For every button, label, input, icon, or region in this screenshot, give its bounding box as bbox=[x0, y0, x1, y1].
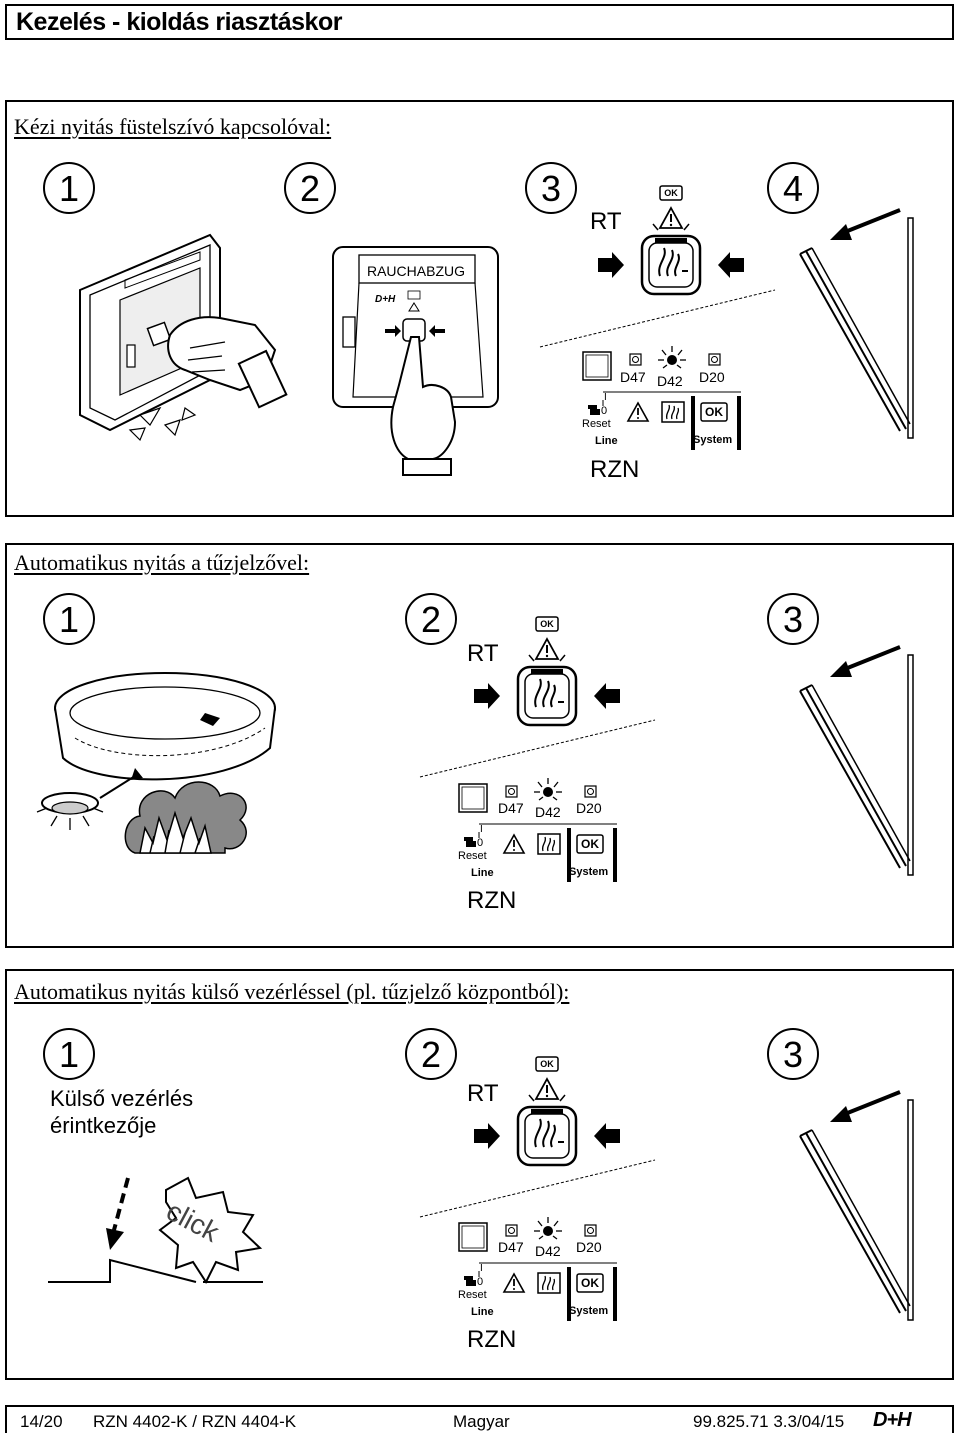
switch-i: I bbox=[604, 392, 607, 403]
contact-label-line1: Külső vezérlés bbox=[50, 1086, 194, 1111]
step-number: 3 bbox=[767, 1028, 819, 1080]
reset-label: Reset bbox=[582, 418, 611, 430]
system-label: System bbox=[569, 1305, 609, 1317]
contact-label: Külső vezérlés érintkezője bbox=[50, 1085, 193, 1139]
system-label: System bbox=[693, 434, 733, 446]
rt-symbol bbox=[472, 615, 622, 727]
section-detector: Automatikus nyitás a tűzjelzővel: 1 2 3 bbox=[5, 543, 954, 948]
rt-label: RT bbox=[590, 208, 622, 235]
smoke-detector-illustration bbox=[36, 672, 276, 854]
page-number: 14/20 bbox=[20, 1412, 63, 1431]
section-heading: Automatikus nyitás külső vezérléssel (pl… bbox=[14, 979, 570, 1004]
rzn-ok: OK bbox=[581, 1276, 599, 1290]
switch-i: I bbox=[480, 824, 483, 835]
window-opening bbox=[798, 1090, 915, 1322]
language: Magyar bbox=[453, 1412, 510, 1431]
step-number: 3 bbox=[525, 162, 577, 214]
product-name: RZN 4402-K / RZN 4404-K bbox=[93, 1412, 297, 1431]
reset-label: Reset bbox=[458, 850, 487, 862]
title-box: Kezelés - kioldás riasztáskor bbox=[5, 4, 954, 40]
svg-text:D+H: D+H bbox=[375, 294, 396, 305]
rt-label: RT bbox=[467, 1080, 499, 1107]
led-d42: D42 bbox=[535, 804, 561, 820]
rt-symbol bbox=[596, 184, 746, 296]
step-number: 2 bbox=[284, 162, 336, 214]
dashed-divider bbox=[419, 1159, 656, 1218]
led-d20: D20 bbox=[576, 800, 602, 816]
rt-symbol bbox=[472, 1055, 622, 1167]
contact-label-line2: érintkezője bbox=[50, 1113, 157, 1138]
led-d20: D20 bbox=[699, 369, 725, 385]
step-number: 2 bbox=[405, 1028, 457, 1080]
led-d47: D47 bbox=[620, 369, 646, 385]
page-title: Kezelés - kioldás riasztáskor bbox=[16, 8, 342, 36]
step-number: 1 bbox=[43, 1028, 95, 1080]
step-number: 3 bbox=[767, 593, 819, 645]
rzn-ok: OK bbox=[705, 405, 723, 419]
rt-label: RT bbox=[467, 640, 499, 667]
rzn-label: RZN bbox=[467, 887, 517, 914]
step-number: 2 bbox=[405, 593, 457, 645]
rt-ok: OK bbox=[540, 1059, 554, 1069]
led-d42: D42 bbox=[657, 373, 683, 389]
window-opening bbox=[798, 645, 915, 877]
led-d47: D47 bbox=[498, 800, 524, 816]
switch-0: 0 bbox=[477, 1276, 484, 1288]
step-number: 1 bbox=[43, 593, 95, 645]
section-external: Automatikus nyitás külső vezérléssel (pl… bbox=[5, 969, 954, 1380]
led-d47: D47 bbox=[498, 1239, 524, 1255]
rzn-ok: OK bbox=[581, 837, 599, 851]
dashed-divider bbox=[419, 719, 656, 778]
rauchabzug-illustration: D+H bbox=[332, 246, 499, 476]
dashed-divider bbox=[539, 289, 776, 348]
reset-label: Reset bbox=[458, 1289, 487, 1301]
switch-i: I bbox=[480, 1263, 483, 1274]
section-manual: Kézi nyitás füstelszívó kapcsolóval: 1 2… bbox=[5, 100, 954, 517]
led-d20: D20 bbox=[576, 1239, 602, 1255]
line-label: Line bbox=[471, 1306, 494, 1318]
line-label: Line bbox=[471, 867, 494, 879]
doc-code: 99.825.71 3.3/04/15 bbox=[693, 1412, 845, 1431]
footer: 14/20 RZN 4402-K / RZN 4404-K Magyar 99.… bbox=[5, 1405, 954, 1433]
section-heading: Automatikus nyitás a tűzjelzővel: bbox=[14, 550, 310, 575]
section-heading: Kézi nyitás füstelszívó kapcsolóval: bbox=[14, 114, 332, 139]
rt-ok: OK bbox=[664, 188, 678, 198]
line-label: Line bbox=[595, 435, 618, 447]
rauchabzug-label: RAUCHABZUG bbox=[366, 263, 465, 279]
contact-click-illustration bbox=[48, 1176, 263, 1285]
led-d42: D42 bbox=[535, 1243, 561, 1259]
rzn-label: RZN bbox=[467, 1326, 517, 1353]
switch-0: 0 bbox=[601, 405, 608, 417]
brand-logo: D+H bbox=[873, 1409, 912, 1431]
manual-switch-illustration bbox=[79, 233, 288, 442]
step-number: 4 bbox=[767, 162, 819, 214]
step-number: 1 bbox=[43, 162, 95, 214]
system-label: System bbox=[569, 866, 609, 878]
rzn-label: RZN bbox=[590, 456, 640, 483]
switch-0: 0 bbox=[477, 837, 484, 849]
rt-ok: OK bbox=[540, 619, 554, 629]
window-opening bbox=[798, 208, 915, 440]
